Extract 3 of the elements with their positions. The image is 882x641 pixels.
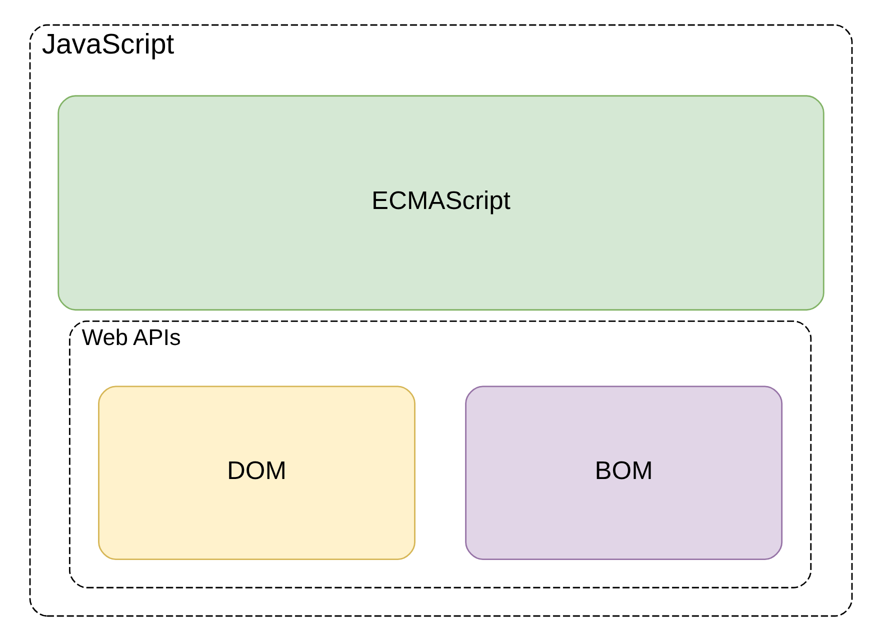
node-box: DOM	[98, 386, 416, 560]
node-box: BOM	[465, 386, 783, 560]
node-box: ECMAScript	[58, 95, 824, 311]
